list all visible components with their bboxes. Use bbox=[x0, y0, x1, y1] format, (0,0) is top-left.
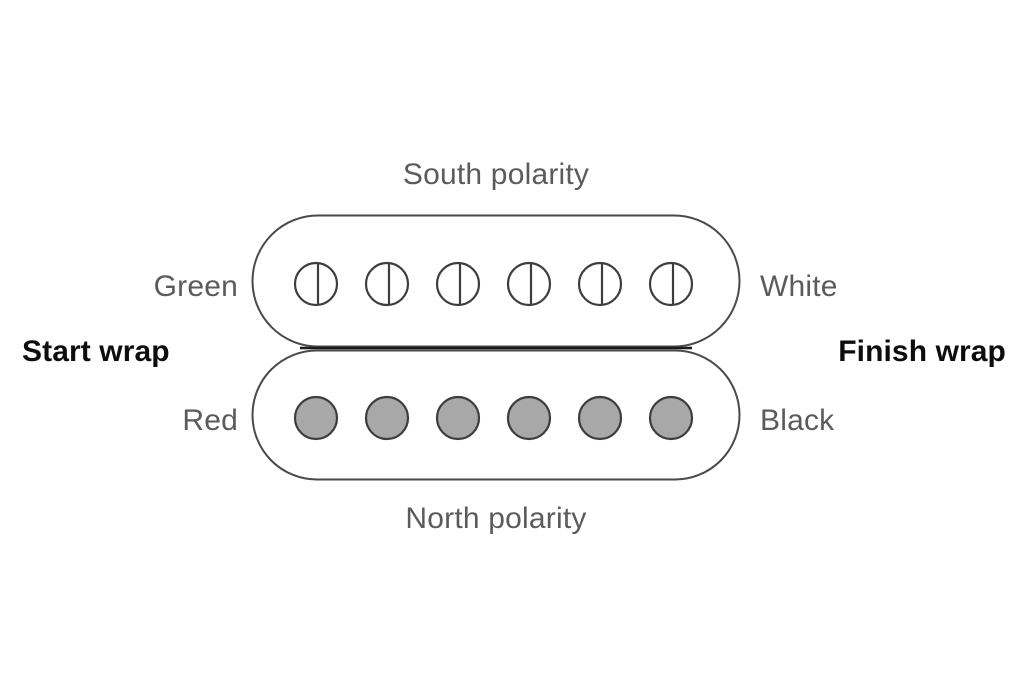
south-polarity-label: South polarity bbox=[402, 158, 590, 191]
top-coil-bobbin bbox=[251, 214, 741, 348]
pole-piece-screw-6 bbox=[648, 261, 694, 307]
pole-piece-slug-4 bbox=[506, 395, 552, 441]
finish-wrap-label: Finish wrap bbox=[838, 335, 1006, 368]
bottom-coil-pole-row bbox=[293, 395, 694, 441]
pole-piece-slug-5 bbox=[577, 395, 623, 441]
pole-piece-slug-6 bbox=[648, 395, 694, 441]
top-coil-pole-row bbox=[293, 261, 694, 307]
top-coil-group bbox=[251, 214, 741, 348]
white-wire-label: White bbox=[760, 270, 838, 303]
pole-piece-slug-3 bbox=[435, 395, 481, 441]
start-wrap-label: Start wrap bbox=[22, 335, 170, 368]
pole-piece-screw-4 bbox=[506, 261, 552, 307]
bottom-coil-group bbox=[251, 349, 741, 481]
pole-piece-slug-2 bbox=[364, 395, 410, 441]
green-wire-label: Green bbox=[153, 270, 238, 303]
pole-piece-screw-3 bbox=[435, 261, 481, 307]
north-polarity-label: North polarity bbox=[405, 502, 587, 535]
pole-piece-screw-5 bbox=[577, 261, 623, 307]
red-wire-label: Red bbox=[182, 404, 238, 437]
black-wire-label: Black bbox=[760, 404, 835, 437]
pole-piece-screw-2 bbox=[364, 261, 410, 307]
pole-piece-slug-1 bbox=[293, 395, 339, 441]
pole-piece-screw-1 bbox=[293, 261, 339, 307]
bottom-coil-bobbin bbox=[251, 349, 741, 481]
